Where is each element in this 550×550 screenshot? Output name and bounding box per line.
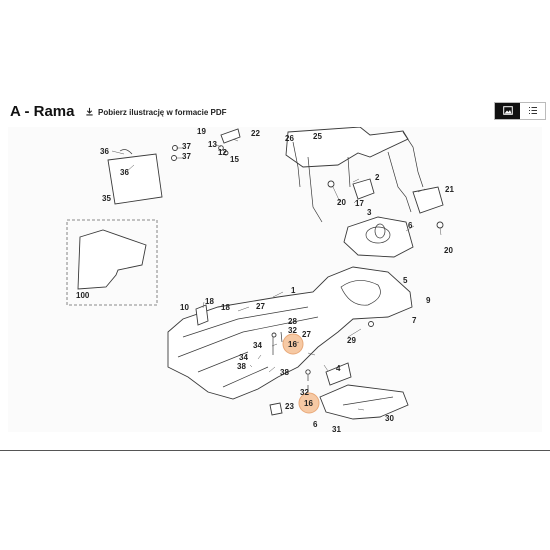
download-pdf-link[interactable]: Pobierz ilustrację w formacie PDF [85,107,226,118]
callout-38-b[interactable]: 38 [280,368,289,377]
callout-7[interactable]: 7 [412,316,417,325]
part-31-skid-plate[interactable] [319,384,409,420]
callout-18-b[interactable]: 18 [221,303,230,312]
part-32-bolt[interactable] [305,369,311,375]
part-35-plate[interactable] [107,153,163,205]
callout-12[interactable]: 12 [218,148,227,157]
callout-4[interactable]: 4 [336,364,341,373]
exploded-parts-diagram: 36 36 35 37 37 19 13 12 15 22 26 25 17 2… [8,126,542,434]
callout-6[interactable]: 6 [408,221,413,230]
bottom-divider [0,450,550,451]
callout-34-b[interactable]: 34 [239,353,248,362]
part-21-mount[interactable] [412,186,444,214]
callout-36-b[interactable]: 36 [120,168,129,177]
part-29-nut[interactable] [368,321,374,327]
part-23-cap[interactable] [269,402,283,416]
header-bar: A - Rama Pobierz ilustrację w formacie P… [0,100,550,126]
callout-23[interactable]: 23 [285,402,294,411]
callout-3[interactable]: 3 [367,208,372,217]
page-title: A - Rama [10,103,75,120]
callout-34[interactable]: 34 [253,341,262,350]
callout-1[interactable]: 1 [291,286,296,295]
callout-10[interactable]: 10 [180,303,189,312]
part-22-bracket[interactable] [220,128,241,144]
callout-35[interactable]: 35 [102,194,111,203]
part-6-seat-plate[interactable] [343,216,414,258]
part-15-washer[interactable] [223,150,229,156]
callout-2[interactable]: 2 [375,173,380,182]
callout-20[interactable]: 20 [337,198,346,207]
callout-32-b[interactable]: 32 [300,388,309,397]
callout-36[interactable]: 36 [100,147,109,156]
part-25-roll-bar[interactable] [285,126,409,168]
frame-diagram-svg: 36 36 35 37 37 19 13 12 15 22 26 25 17 2… [66,126,454,434]
part-37-bolt-b[interactable] [171,155,177,161]
part-4-plate[interactable] [325,362,352,386]
view-toggle [494,102,546,120]
callout-32[interactable]: 32 [288,326,297,335]
callout-17[interactable]: 17 [355,199,364,208]
callout-13[interactable]: 13 [208,140,217,149]
download-pdf-label: Pobierz ilustrację w formacie PDF [98,108,227,117]
callout-21[interactable]: 21 [445,185,454,194]
callout-28[interactable]: 28 [288,317,297,326]
callout-31[interactable]: 31 [332,425,341,434]
part-2-bracket[interactable] [352,178,375,200]
callout-38[interactable]: 38 [237,362,246,371]
part-1-main-frame[interactable] [167,266,413,400]
highlight-part-16-upper[interactable] [282,333,304,355]
callout-19[interactable]: 19 [197,127,206,136]
callout-5[interactable]: 5 [403,276,408,285]
callout-25[interactable]: 25 [313,132,322,141]
list-view-button[interactable] [520,103,545,119]
callout-100[interactable]: 100 [76,291,90,300]
callout-37-b[interactable]: 37 [182,152,191,161]
download-icon [85,107,94,118]
callout-30[interactable]: 30 [385,414,394,423]
callout-29[interactable]: 29 [347,336,356,345]
callout-9[interactable]: 9 [426,296,431,305]
callout-16[interactable]: 16 [288,340,297,349]
part-12-nut[interactable] [218,145,224,151]
callout-27-b[interactable]: 27 [302,330,311,339]
callout-26[interactable]: 26 [285,134,294,143]
callout-6-b[interactable]: 6 [313,420,318,429]
callout-15[interactable]: 15 [230,155,239,164]
callout-20-b[interactable]: 20 [444,246,453,255]
image-icon [502,102,513,120]
part-20-bolt-left[interactable] [327,180,335,188]
image-view-button[interactable] [495,103,520,119]
callout-37[interactable]: 37 [182,142,191,151]
callout-16-b[interactable]: 16 [304,399,313,408]
list-icon [528,102,538,120]
part-100-box [66,219,158,306]
part-20-bolt-right[interactable] [436,221,444,229]
callout-18[interactable]: 18 [205,297,214,306]
part-100-cover[interactable] [77,229,147,290]
callout-22[interactable]: 22 [251,129,260,138]
highlight-part-16-lower[interactable] [298,392,320,414]
part-10-bracket[interactable] [195,304,209,326]
part-28-bolt[interactable] [271,332,277,338]
callout-27[interactable]: 27 [256,302,265,311]
